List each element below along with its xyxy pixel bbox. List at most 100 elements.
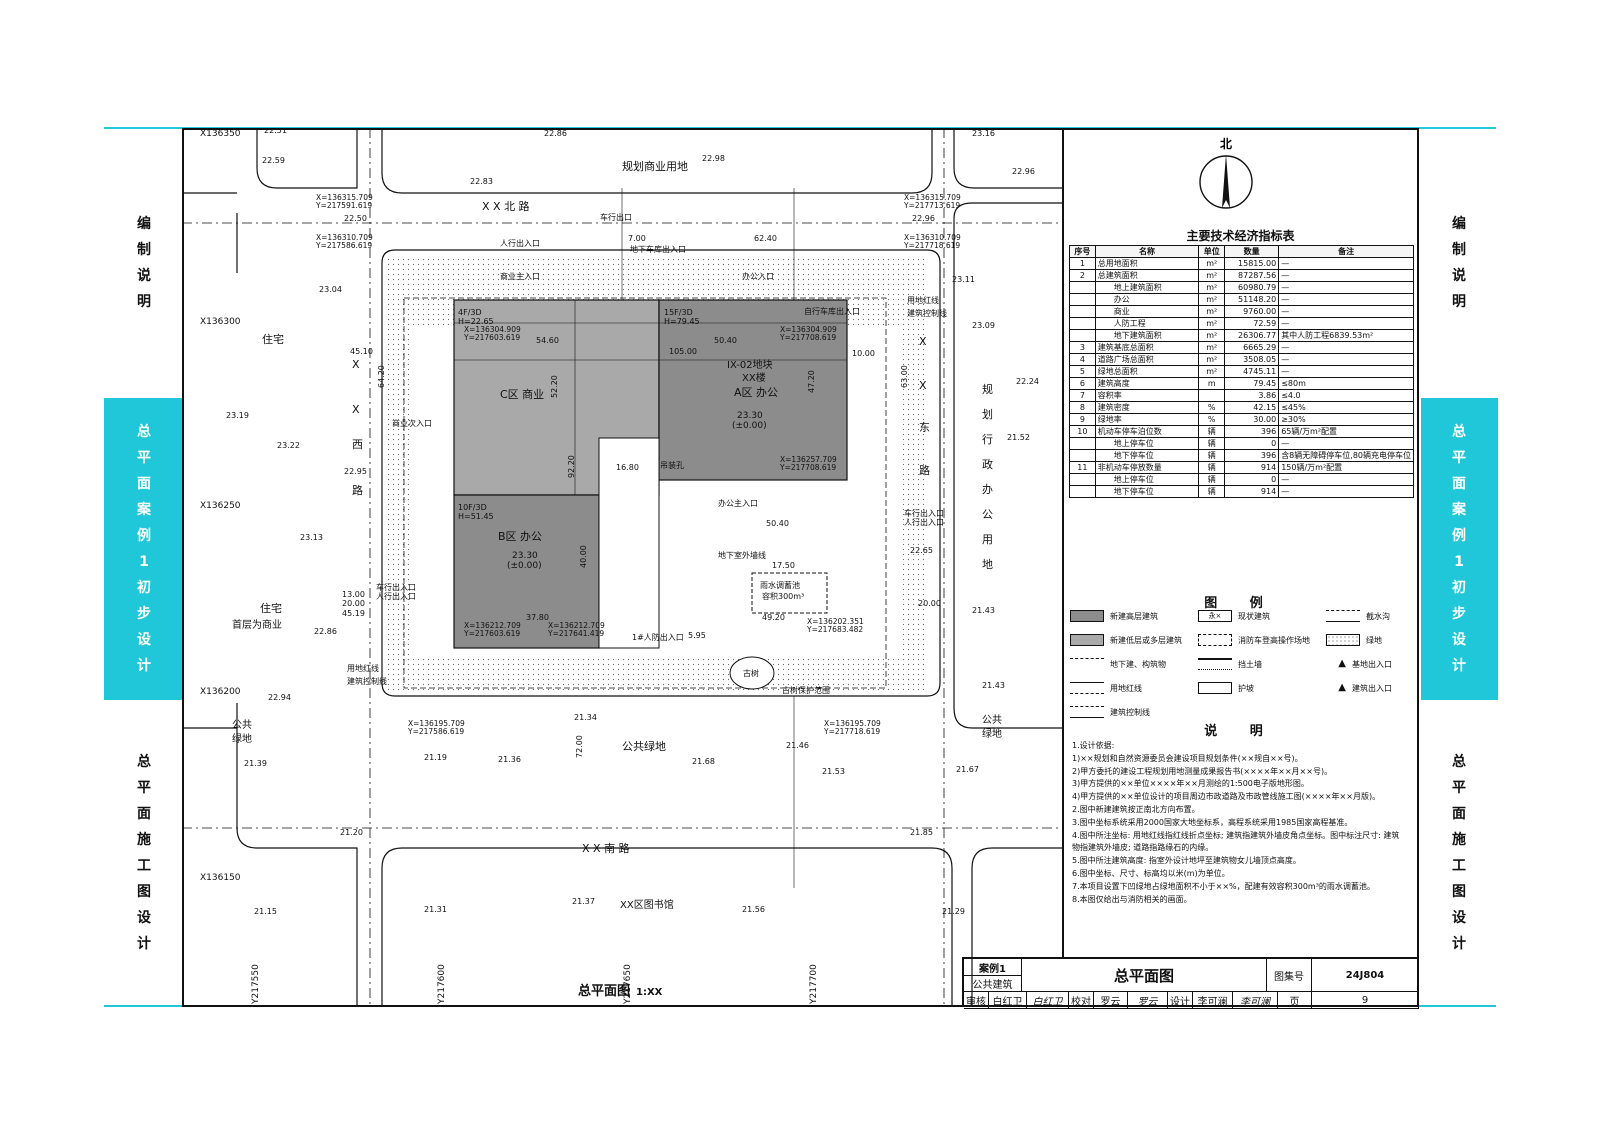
indicator-cell: 65辆/万m²配置	[1278, 425, 1414, 438]
svg-text:吊装孔: 吊装孔	[660, 460, 684, 470]
legend-title: 图 例	[1204, 596, 1277, 611]
svg-text:车行出入口: 车行出入口	[904, 508, 944, 518]
svg-text:45.10: 45.10	[350, 347, 373, 356]
side-right-g2-char: 设	[1452, 632, 1466, 648]
indicator-cell: m²	[1198, 293, 1226, 306]
svg-text:商业主入口: 商业主入口	[500, 271, 540, 281]
svg-text:路: 路	[352, 484, 363, 497]
notes-title: 说 明	[1204, 724, 1277, 739]
side-right-group-3[interactable]: 总平面施工图设计	[1421, 700, 1498, 1005]
svg-text:21.46: 21.46	[786, 741, 809, 750]
svg-text:21.34: 21.34	[574, 713, 597, 722]
side-left-group-1[interactable]: 编制说明	[104, 128, 184, 398]
indicator-cell	[1069, 281, 1096, 294]
svg-text:22.96: 22.96	[912, 214, 935, 223]
svg-text:H=51.45: H=51.45	[458, 512, 494, 521]
indicator-cell: m²	[1198, 281, 1226, 294]
indicator-cell: 396	[1224, 425, 1280, 438]
svg-text:Y217600: Y217600	[437, 964, 447, 1005]
svg-text:Y=217718.619: Y=217718.619	[823, 727, 880, 736]
svg-text:47.20: 47.20	[807, 370, 816, 393]
indicator-cell: 3	[1069, 341, 1096, 354]
legend-label: 建筑出入口	[1352, 683, 1392, 693]
indicator-cell: 建筑密度	[1094, 401, 1200, 414]
side-left-g3-char: 总	[137, 753, 151, 770]
indicator-cell: —	[1278, 341, 1414, 354]
svg-text:23.16: 23.16	[972, 129, 995, 138]
grid-x-4: X136200	[200, 687, 241, 697]
indicator-cell: 建筑基底总面积	[1094, 341, 1200, 354]
svg-text:62.40: 62.40	[754, 234, 777, 243]
note-line: 3)甲方提供的××单位××××年××月测绘的1:500电子版地形图。	[1072, 779, 1309, 789]
indicator-cell: 6	[1069, 377, 1096, 390]
note-line: 1.设计依据:	[1072, 741, 1115, 750]
side-left-g3-char: 图	[137, 883, 151, 900]
zone-a-label: A区 办公	[734, 386, 778, 399]
indicator-cell: 含8辆无障碍停车位,80辆充电停车位	[1278, 449, 1414, 462]
building-b	[453, 494, 600, 649]
side-right-g1-char: 编	[1452, 216, 1466, 232]
indicator-cell: 辆	[1198, 473, 1226, 486]
note-line: 物指建筑外墙皮; 道路指路缘石的内缘。	[1072, 843, 1214, 853]
indicator-cell: —	[1278, 473, 1414, 486]
svg-text:21.52: 21.52	[1007, 433, 1030, 442]
col-qty: 数量	[1224, 245, 1280, 258]
indicator-cell: 72.59	[1224, 317, 1280, 330]
svg-text:绿地: 绿地	[232, 732, 252, 745]
legend-symbol	[1070, 682, 1104, 694]
side-left-g2-char: 设	[137, 632, 151, 648]
svg-text:建筑控制线: 建筑控制线	[347, 676, 387, 686]
indicator-cell: 建筑高度	[1094, 377, 1200, 390]
indicator-cell	[1069, 485, 1096, 498]
side-left-g3-char: 施	[137, 831, 151, 848]
svg-text:X=136202.351: X=136202.351	[807, 617, 864, 626]
side-left-g2-char: 案	[137, 502, 151, 518]
svg-text:西: 西	[352, 438, 363, 451]
tb-check-label: 校对	[1069, 992, 1094, 1009]
legend-label: 基地出入口	[1352, 659, 1392, 669]
svg-text:54.60: 54.60	[536, 336, 559, 345]
legend-label: 新建高层建筑	[1110, 611, 1158, 621]
tb-case: 案例1	[964, 959, 1022, 976]
svg-text:Y=217683.482: Y=217683.482	[806, 625, 863, 634]
side-right-group-1[interactable]: 编制说明	[1421, 128, 1498, 398]
svg-text:用: 用	[982, 533, 993, 546]
grid-x-3: X136250	[200, 501, 241, 511]
svg-text:22.59: 22.59	[262, 156, 285, 165]
svg-text:人行出入口: 人行出入口	[500, 238, 540, 248]
legend-item: 新建高层建筑	[1070, 610, 1158, 622]
grid-x-5: X136150	[200, 873, 241, 883]
note-line: 4)甲方提供的××单位设计的项目周边市政道路及市政管线施工图(××××年××月版…	[1072, 792, 1381, 802]
side-left-g2-char: 面	[137, 476, 151, 492]
side-left-group-3[interactable]: 总平面施工图设计	[104, 700, 184, 1005]
legend-symbol	[1326, 610, 1360, 622]
indicator-cell: 9	[1069, 413, 1096, 426]
indicator-cell: m²	[1198, 305, 1226, 318]
svg-text:40.00: 40.00	[579, 545, 588, 568]
svg-text:车行出口: 车行出口	[600, 212, 632, 222]
side-right-g3-char: 平	[1452, 779, 1466, 796]
legend-item: 地下建、构筑物	[1070, 658, 1166, 670]
svg-text:Y=217641.419: Y=217641.419	[547, 629, 604, 638]
indicator-cell: 5	[1069, 365, 1096, 378]
svg-text:(±0.00): (±0.00)	[507, 561, 542, 571]
svg-text:地: 地	[982, 558, 993, 571]
side-right-g2-char: 1	[1454, 554, 1464, 570]
svg-text:21.20: 21.20	[340, 828, 363, 837]
indicator-table-title: 主要技术经济指标表	[1186, 229, 1295, 243]
note-line: 4.图中所注坐标: 用地红线指红线折点坐标; 建筑指建筑外墙皮角点坐标。图中标注…	[1072, 830, 1400, 840]
indicator-cell	[1069, 305, 1096, 318]
tb-designer-sign: 李可澜	[1233, 992, 1278, 1009]
svg-text:22.24: 22.24	[1016, 377, 1039, 386]
indicator-cell: m²	[1198, 329, 1226, 342]
indicator-cell: ≤45%	[1278, 401, 1414, 414]
